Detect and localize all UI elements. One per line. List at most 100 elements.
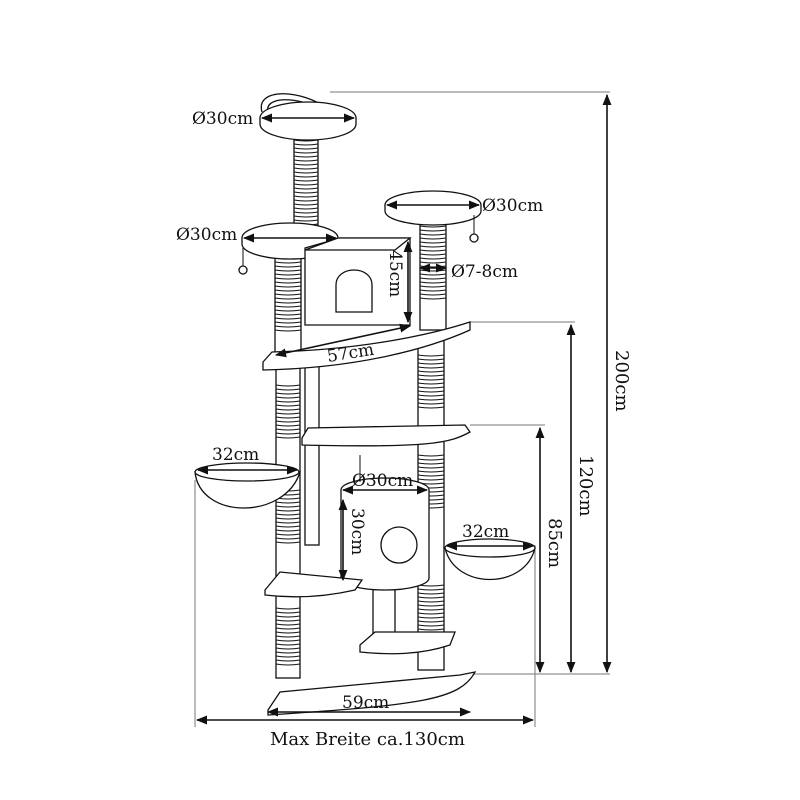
label-left-hammock: 32cm <box>212 445 259 465</box>
sisal-rope-line <box>293 147 319 150</box>
label-corner-width: 57cm <box>326 340 376 367</box>
sisal-rope-line <box>275 651 301 654</box>
sisal-rope-line <box>417 394 445 397</box>
sisal-rope-line <box>417 474 445 477</box>
sisal-rope-line <box>417 478 445 481</box>
label-height-total: 200cm <box>611 350 632 412</box>
sisal-rope-line <box>417 588 445 591</box>
sisal-rope-line <box>417 624 445 627</box>
sisal-rope-line <box>275 384 301 387</box>
sisal-rope-line <box>417 366 445 369</box>
sisal-rope-line <box>419 261 447 264</box>
label-max-width: Max Breite ca.130cm <box>270 729 465 750</box>
sisal-rope-line <box>275 533 301 536</box>
sisal-rope-line <box>275 513 301 516</box>
sisal-rope-line <box>293 163 319 166</box>
sisal-rope-line <box>417 466 445 469</box>
label-height-85: 85cm <box>544 518 565 568</box>
sisal-rope-line <box>417 398 445 401</box>
sisal-rope-line <box>275 420 301 423</box>
sisal-rope-line <box>417 596 445 599</box>
sisal-rope-line <box>417 374 445 377</box>
house-door <box>335 269 373 313</box>
sisal-rope-line <box>417 358 445 361</box>
sisal-rope-line <box>275 436 301 439</box>
sisal-rope-line <box>275 428 301 431</box>
sisal-rope-line <box>274 285 302 288</box>
lower-left-platform <box>264 571 364 598</box>
sisal-rope-line <box>274 265 302 268</box>
sisal-rope-line <box>293 167 319 170</box>
sisal-rope-line <box>274 297 302 300</box>
sisal-rope-line <box>419 225 447 228</box>
sisal-rope-line <box>274 317 302 320</box>
sisal-rope-line <box>419 245 447 248</box>
sisal-rope-line <box>417 382 445 385</box>
sisal-rope-line <box>417 390 445 393</box>
sisal-rope-line <box>275 631 301 634</box>
sisal-rope-line <box>417 592 445 595</box>
sisal-rope-line <box>275 663 301 666</box>
sisal-rope-line <box>293 151 319 154</box>
sisal-rope-line <box>275 655 301 658</box>
sisal-rope-line <box>275 647 301 650</box>
sisal-rope-line <box>417 612 445 615</box>
sisal-rope-line <box>419 281 447 284</box>
sisal-rope-line <box>293 159 319 162</box>
sisal-rope-line <box>417 454 445 457</box>
sisal-rope-line <box>419 273 447 276</box>
sisal-rope-line <box>419 233 447 236</box>
sisal-rope-line <box>275 392 301 395</box>
sisal-rope-line <box>275 404 301 407</box>
sisal-rope-line <box>275 659 301 662</box>
sisal-rope-line <box>274 321 302 324</box>
sisal-rope-line <box>419 293 447 296</box>
sisal-rope-line <box>419 249 447 252</box>
sisal-rope-line <box>293 207 319 210</box>
sisal-rope-line <box>417 406 445 409</box>
sisal-rope-line <box>293 215 319 218</box>
sisal-rope-line <box>275 416 301 419</box>
sisal-rope-line <box>419 297 447 300</box>
sisal-rope-line <box>417 604 445 607</box>
sisal-rope-line <box>419 237 447 240</box>
sisal-rope-line <box>275 509 301 512</box>
sisal-rope-line <box>275 623 301 626</box>
sisal-rope-line <box>275 611 301 614</box>
sisal-rope-line <box>293 143 319 146</box>
step-platform <box>359 631 456 655</box>
sisal-rope-line <box>419 229 447 232</box>
post-middle <box>304 364 320 546</box>
sisal-rope-line <box>417 628 445 631</box>
sisal-rope-line <box>293 175 319 178</box>
sisal-rope-line <box>274 277 302 280</box>
sisal-rope-line <box>417 402 445 405</box>
sisal-rope-line <box>274 301 302 304</box>
sisal-rope-line <box>417 354 445 357</box>
sisal-rope-line <box>275 643 301 646</box>
sisal-rope-line <box>417 386 445 389</box>
label-cube-height: 30cm <box>347 508 367 555</box>
sisal-rope-line <box>274 281 302 284</box>
sisal-rope-line <box>274 293 302 296</box>
sisal-rope-line <box>417 608 445 611</box>
sisal-rope-line <box>417 378 445 381</box>
label-right-platform: Ø30cm <box>482 196 543 216</box>
label-top-platform: Ø30cm <box>192 109 253 129</box>
sisal-rope-line <box>274 289 302 292</box>
dimension-lines <box>195 93 612 725</box>
sisal-rope-line <box>293 155 319 158</box>
sisal-rope-line <box>274 309 302 312</box>
sisal-rope-line <box>274 261 302 264</box>
sisal-rope-line <box>293 171 319 174</box>
sisal-rope-line <box>417 470 445 473</box>
label-height-120: 120cm <box>575 455 596 517</box>
sisal-rope-line <box>274 273 302 276</box>
sisal-rope-line <box>419 257 447 260</box>
sisal-rope-line <box>293 187 319 190</box>
label-house-height: 45cm <box>385 250 405 297</box>
sisal-rope-line <box>293 199 319 202</box>
guide-lines <box>194 91 610 727</box>
sisal-rope-line <box>275 619 301 622</box>
